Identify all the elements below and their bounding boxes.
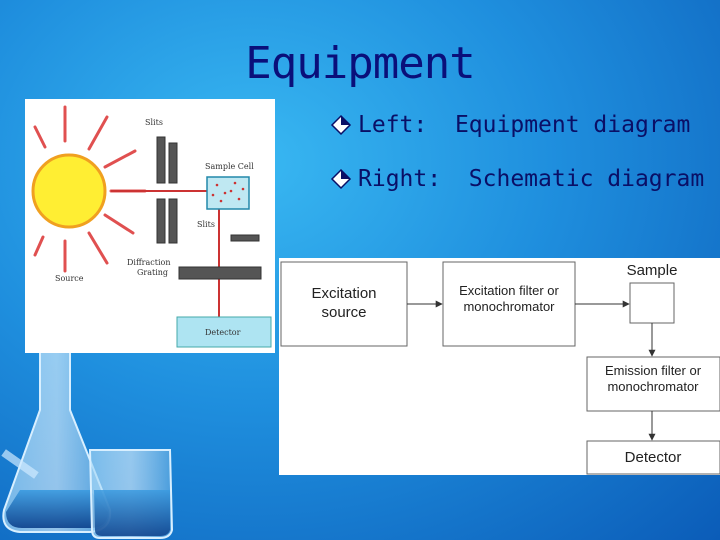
label-emission-filter-2: monochromator (607, 379, 699, 394)
label-source: Source (55, 274, 84, 283)
detector-box (176, 316, 272, 348)
flask-illustration (1, 349, 174, 539)
schematic-background (279, 258, 720, 475)
label-detector: Detector (205, 328, 241, 337)
equipment-diagram: Slits Sample Cell Slits Diffraction Grat… (25, 99, 275, 353)
detector-box (586, 440, 720, 475)
label-diffraction-1: Diffraction (127, 258, 170, 267)
bullet-text: Equipment diagram (454, 112, 691, 138)
slits (156, 136, 260, 244)
sample-particles (211, 181, 245, 203)
sun-rays (33, 105, 147, 273)
diffraction-grating (178, 266, 262, 280)
label-diffraction-2: Grating (137, 268, 168, 277)
emission-filter-box (586, 356, 720, 412)
label-excitation-filter-1: Excitation filter or (459, 283, 559, 298)
label-sample-cell: Sample Cell (205, 162, 254, 171)
label-excitation-source-1: Excitation (311, 285, 376, 302)
page-title: Equipment (245, 38, 475, 89)
sample-cell (206, 176, 250, 210)
label-slits-top: Slits (145, 118, 163, 127)
label-detector: Detector (625, 449, 682, 466)
label-excitation-source-2: source (321, 304, 366, 321)
bullet-item-left: Left: Equipment diagram (330, 110, 704, 140)
diamond-bullet-icon (330, 114, 352, 136)
bullet-label: Left: (358, 112, 428, 138)
label-slits-mid: Slits (197, 220, 215, 229)
light-source-sun (31, 153, 107, 229)
bullet-item-right: Right: Schematic diagram (330, 164, 704, 194)
bullet-text: Schematic diagram (468, 166, 705, 192)
label-excitation-filter-2: monochromator (463, 299, 555, 314)
bullet-list: Left: Equipment diagram Right: Schematic… (330, 110, 704, 218)
label-sample: Sample (627, 262, 678, 279)
label-emission-filter-1: Emission filter or (605, 363, 702, 378)
schematic-diagram: Excitation source Excitation filter or m… (279, 258, 720, 475)
diamond-bullet-icon (330, 168, 352, 190)
bullet-label: Right: (358, 166, 442, 192)
